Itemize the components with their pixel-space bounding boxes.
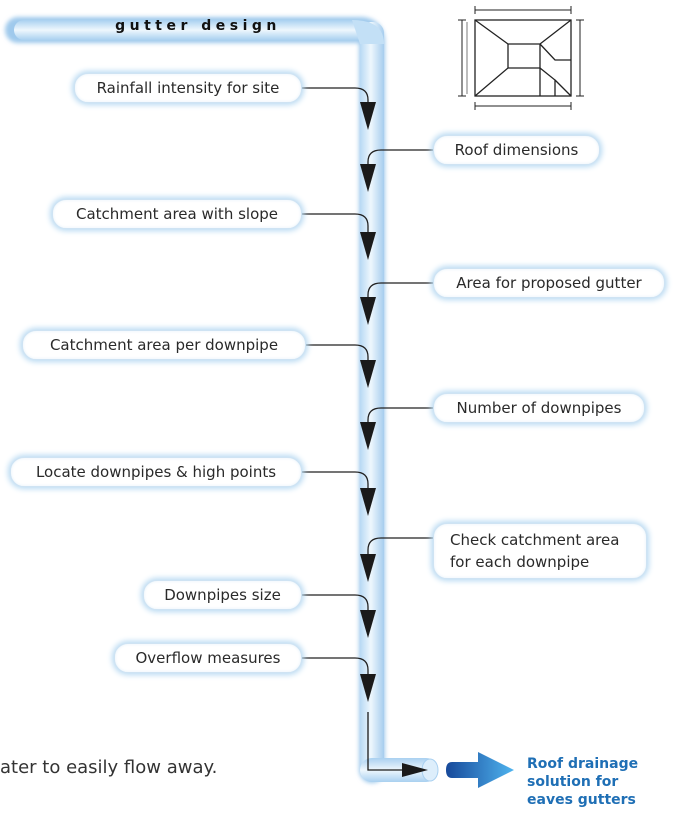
arrowhead	[360, 232, 376, 260]
background-text: ater to easily flow away.	[0, 757, 218, 778]
step-check-catchment-area: Check catchment area for each downpipe	[433, 523, 647, 579]
step-number-downpipes: Number of downpipes	[433, 393, 645, 423]
connector-catchment-downpipe	[306, 344, 369, 362]
step-catchment-area-per-downpipe: Catchment area per downpipe	[22, 330, 306, 360]
connector-number-downpipes	[367, 407, 433, 424]
result-line-2: solution for	[527, 774, 619, 790]
step-rainfall-intensity: Rainfall intensity for site	[74, 73, 302, 103]
connector-downpipes-size	[302, 594, 369, 612]
connector-overflow	[302, 657, 369, 676]
step-downpipes-size: Downpipes size	[143, 580, 302, 610]
right-connectors	[367, 149, 433, 556]
connector-locate-downpipes	[302, 471, 369, 490]
flow-arrowheads	[360, 102, 376, 702]
step-overflow-measures: Overflow measures	[114, 643, 302, 673]
step-roof-dimensions: Roof dimensions	[433, 135, 600, 165]
result-label: Roof drainage solution for eaves gutters	[527, 755, 638, 809]
step-locate-downpipes: Locate downpipes & high points	[10, 457, 302, 487]
arrowhead	[360, 422, 376, 450]
step-area-proposed-gutter: Area for proposed gutter	[433, 268, 665, 298]
connector-roof-dimensions	[367, 149, 433, 166]
gutter-pipe	[5, 17, 439, 783]
step-check-catchment-line1: Check catchment area	[450, 531, 620, 549]
arrowhead	[360, 102, 376, 130]
pipe-exit-arrow	[367, 712, 428, 777]
arrowhead	[360, 674, 376, 702]
step-catchment-area-slope: Catchment area with slope	[52, 199, 302, 229]
result-line-3: eaves gutters	[527, 792, 636, 808]
left-connectors	[302, 87, 369, 676]
connector-check-catchment	[367, 537, 433, 556]
connector-catchment-slope	[302, 213, 369, 234]
arrowhead	[360, 488, 376, 516]
arrowhead	[360, 297, 376, 325]
connector-rainfall	[302, 87, 369, 104]
arrowhead	[360, 164, 376, 192]
diagram-title: gutter design	[115, 18, 281, 34]
step-check-catchment-line2: for each downpipe	[450, 553, 590, 571]
arrowhead	[360, 554, 376, 582]
arrowhead	[360, 610, 376, 638]
roof-plan-icon	[458, 6, 584, 110]
arrowhead	[360, 360, 376, 388]
arrow-right-icon	[446, 752, 514, 788]
connector-area-gutter	[367, 282, 433, 299]
result-line-1: Roof drainage	[527, 756, 639, 772]
